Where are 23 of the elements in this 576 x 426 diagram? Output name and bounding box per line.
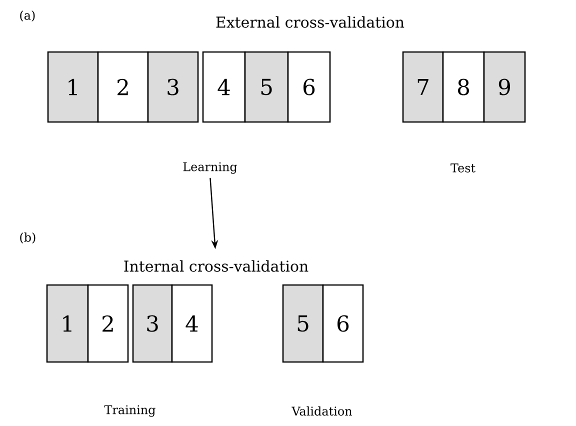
heading: Internal cross-validation (124, 260, 308, 272)
number-cell: 4 (202, 51, 246, 123)
group-label: Learning (183, 162, 238, 174)
number-cell: 5 (244, 51, 289, 123)
number-cell: 1 (47, 51, 99, 123)
panel-label: (b) (20, 232, 36, 244)
number-cell: 2 (97, 51, 149, 123)
panel-label: (a) (20, 10, 35, 22)
number-cell: 7 (402, 51, 444, 123)
number-cell: 2 (87, 284, 129, 363)
number-cell: 3 (147, 51, 199, 123)
number-cell: 5 (282, 284, 324, 363)
group-label: Validation (292, 406, 352, 416)
number-cell: 1 (46, 284, 89, 363)
heading: External cross-validation (216, 16, 404, 28)
number-cell: 4 (171, 284, 213, 363)
number-cell: 3 (132, 284, 173, 363)
number-cell: 6 (287, 51, 331, 123)
number-cell: 6 (322, 284, 364, 363)
group-label: Test (450, 164, 476, 172)
number-cell: 8 (442, 51, 485, 123)
group-label: Training (104, 405, 156, 417)
number-cell: 9 (483, 51, 526, 123)
